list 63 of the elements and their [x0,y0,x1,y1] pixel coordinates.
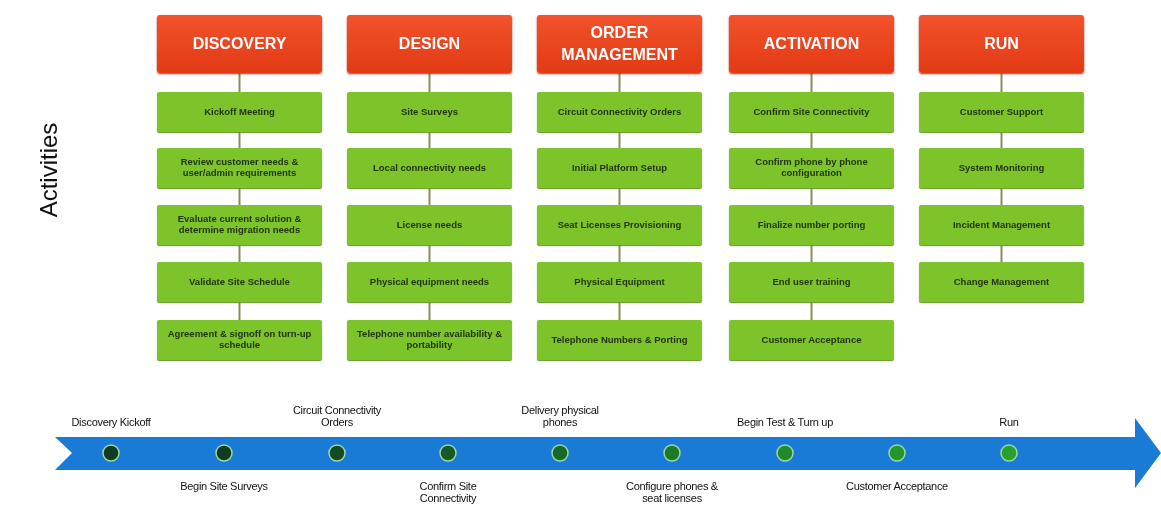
phase-header: DESIGN [347,15,512,73]
activity-box: System Monitoring [919,148,1084,188]
connector [810,72,813,93]
activity-box: Telephone Numbers & Porting [537,320,702,360]
milestone-label: Begin Test & Turn up [736,415,834,428]
milestone-label: Confirm Site Connectivity [418,480,478,505]
connector [810,244,813,263]
milestone-label: Configure phones & seat licenses [625,480,719,505]
connector [238,301,241,321]
activity-box: Validate Site Schedule [157,262,322,302]
connector [1000,187,1003,206]
activity-box: Telephone number availability & portability [347,320,512,360]
connector [618,301,621,321]
connector [238,72,241,93]
milestone-label: Run [998,415,1020,428]
activity-box: License needs [347,205,512,245]
connector [428,187,431,206]
activity-box: Kickoff Meeting [157,92,322,132]
activity-box: Agreement & signoff on turn-up schedule [157,320,322,360]
connector [428,244,431,263]
connector [428,72,431,93]
activity-box: Initial Platform Setup [537,148,702,188]
activity-box: End user training [729,262,894,302]
activity-box: Change Management [919,262,1084,302]
connector [618,244,621,263]
activity-box: Evaluate current solution & determine migration needs [157,205,322,245]
connector [428,301,431,321]
phase-header: RUN [919,15,1084,73]
activity-box: Confirm Site Connectivity [729,92,894,132]
activity-box: Review customer needs & user/admin requirements [157,148,322,188]
activity-box: Confirm phone by phone configuration [729,148,894,188]
connector [1000,72,1003,93]
connector [1000,131,1003,149]
activity-box: Physical Equipment [537,262,702,302]
connector [618,72,621,93]
milestone-label: Customer Acceptance [845,480,949,493]
activity-box: Local connectivity needs [347,148,512,188]
connector [810,131,813,149]
connector [1000,244,1003,263]
activity-box: Finalize number porting [729,205,894,245]
activity-box: Circuit Connectivity Orders [537,92,702,132]
connector [810,301,813,321]
side-heading: Activities [35,122,64,218]
activity-box: Seat Licenses Provisioning [537,205,702,245]
phase-header: ACTIVATION [729,15,894,73]
connector [618,131,621,149]
connector [238,244,241,263]
milestone-label: Begin Site Surveys [179,480,269,493]
phase-header: ORDER MANAGEMENT [537,15,702,73]
milestone-label: Discovery Kickoff [70,415,152,428]
activity-box: Physical equipment needs [347,262,512,302]
connector [428,131,431,149]
activity-box: Customer Support [919,92,1084,132]
activity-box: Customer Acceptance [729,320,894,360]
activity-box: Site Surveys [347,92,512,132]
phase-header: DISCOVERY [157,15,322,73]
connector [238,131,241,149]
milestone-label: Delivery physical phones [520,403,600,428]
activity-box: Incident Management [919,205,1084,245]
milestone-label: Circuit Connectivity Orders [291,403,383,428]
connector [810,187,813,206]
connector [618,187,621,206]
connector [238,187,241,206]
